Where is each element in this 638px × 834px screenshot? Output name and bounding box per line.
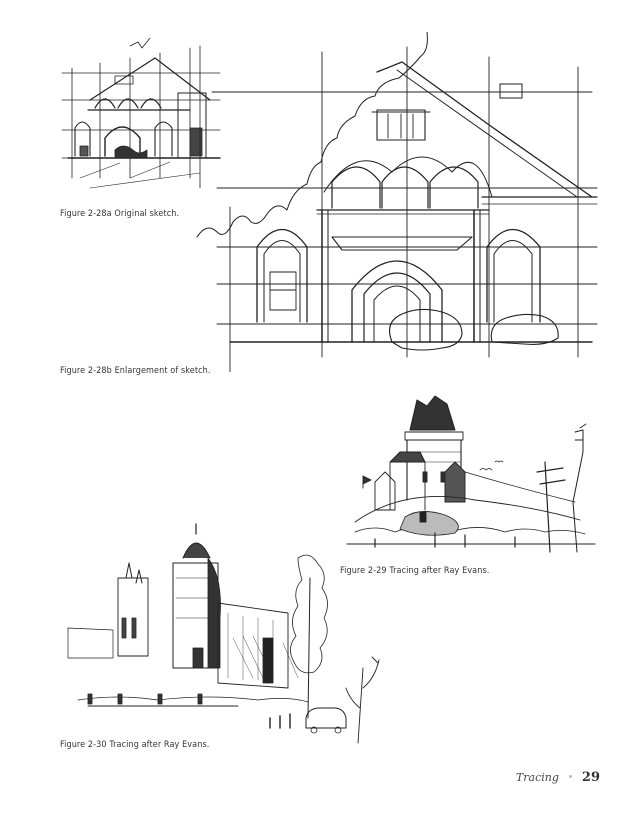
page-footer: Tracing 29 — [516, 770, 600, 790]
castle-tracing-illustration — [346, 395, 596, 553]
figure-2-28a-sketch — [60, 38, 225, 193]
caption-figure-2-28b: Figure 2-28b Enlargement of sketch. — [60, 366, 211, 376]
enlargement-illustration — [196, 32, 598, 372]
figure-2-28b-enlargement — [192, 32, 602, 372]
original-sketch-illustration — [61, 38, 221, 189]
caption-figure-2-28a: Figure 2-28a Original sketch. — [60, 209, 180, 219]
page-number: 29 — [581, 770, 600, 785]
cathedral-tracing-illustration — [67, 523, 380, 744]
caption-figure-2-29: Figure 2-29 Tracing after Ray Evans. — [340, 566, 490, 576]
running-head: Tracing — [515, 771, 559, 784]
figure-2-30-cathedral-tracing — [58, 518, 388, 750]
caption-figure-2-30: Figure 2-30 Tracing after Ray Evans. — [60, 740, 210, 750]
footer-separator-dot — [568, 775, 572, 778]
figure-2-29-castle-tracing — [345, 392, 600, 557]
